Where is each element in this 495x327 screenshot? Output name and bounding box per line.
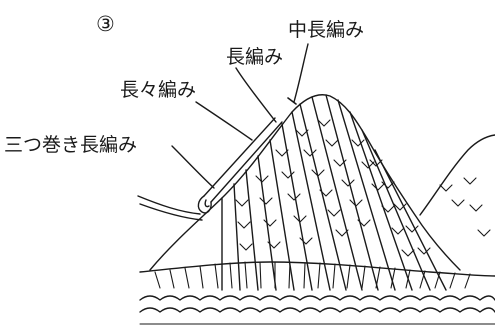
- lower-row: [139, 261, 495, 277]
- yarn-strand: [137, 195, 201, 215]
- label-treble-crochet: 長々編み: [120, 79, 197, 101]
- fan-right-outline: [419, 134, 495, 216]
- lower-row-stitches: [154, 261, 471, 289]
- pointer-double: [235, 67, 277, 123]
- pointer-half-double: [293, 43, 309, 103]
- pointer-half-double-tick: [287, 97, 297, 105]
- stitch-marks: [235, 119, 491, 257]
- step-number: ③: [96, 12, 115, 36]
- label-triple-treble-crochet: 三つ巻き長編み: [4, 134, 138, 156]
- label-double-crochet: 長編み: [226, 46, 284, 68]
- pointer-triple-treble: [171, 145, 215, 189]
- base-band: [139, 295, 495, 301]
- label-half-double-crochet: 中長編み: [288, 19, 365, 41]
- pointer-treble: [195, 101, 253, 141]
- crochet-hook: [197, 117, 283, 214]
- stitch-columns: [221, 94, 447, 291]
